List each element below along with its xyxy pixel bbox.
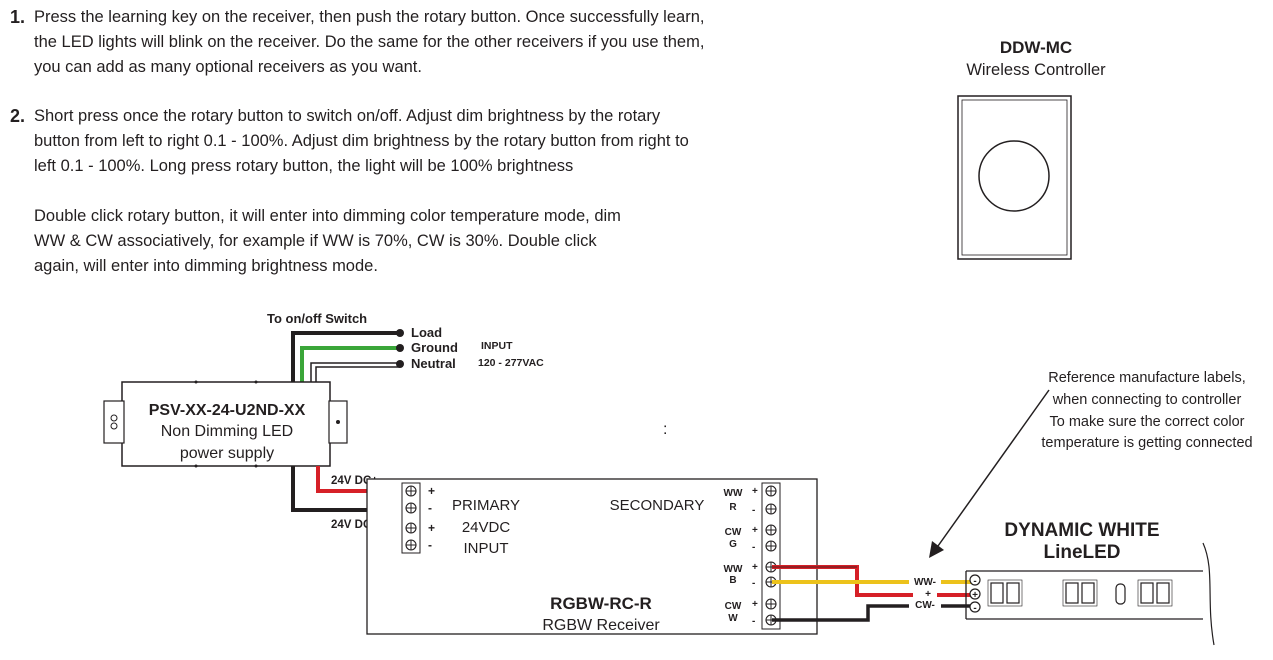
output-polarity-label: - bbox=[752, 616, 755, 627]
input-polarity-label: - bbox=[428, 538, 432, 552]
psu-desc-2: power supply bbox=[180, 445, 274, 462]
output-polarity-label: - bbox=[752, 578, 755, 589]
instruction-line: Short press once the rotary button to sw… bbox=[34, 107, 661, 125]
terminal-screw-cross bbox=[766, 525, 776, 535]
wire-label-neutral: Neutral bbox=[411, 356, 456, 371]
output-polarity-label: + bbox=[752, 562, 758, 573]
wire-label-ground: Ground bbox=[411, 340, 458, 355]
instruction-step-1: 1. Press the learning key on the receive… bbox=[10, 5, 705, 80]
terminal-screw-cross bbox=[766, 486, 776, 496]
output-polarity-label: - bbox=[752, 542, 755, 553]
led-strip bbox=[965, 542, 1215, 646]
wireless-controller bbox=[957, 95, 1072, 260]
output-polarity-label: + bbox=[752, 525, 758, 536]
output-channel-label: G bbox=[729, 539, 737, 550]
input-terminals: + - + - bbox=[405, 484, 435, 552]
instruction-line: the LED lights will blink on the receive… bbox=[34, 33, 705, 51]
strip-term-sign: + bbox=[972, 590, 978, 601]
controller-name: Wireless Controller bbox=[966, 61, 1106, 79]
output-polarity-label: + bbox=[752, 486, 758, 497]
output-channel-label: WW bbox=[724, 564, 743, 575]
note-line-1: Reference manufacture labels, bbox=[1048, 370, 1245, 386]
input-range: 120 - 277VAC bbox=[478, 357, 544, 369]
receiver-model: RGBW-RC-R bbox=[550, 594, 652, 613]
instruction-step-2: 2. Short press once the rotary button to… bbox=[10, 104, 689, 179]
instruction-step-2-extra: Double click rotary button, it will ente… bbox=[34, 204, 621, 279]
output-polarity-label: + bbox=[752, 599, 758, 610]
input-polarity-label: + bbox=[428, 521, 435, 535]
instruction-line: button from left to right 0.1 - 100%. Ad… bbox=[34, 132, 689, 150]
note-line-2: when connecting to controller bbox=[1052, 392, 1242, 408]
stray-colon: : bbox=[663, 421, 667, 438]
receiver bbox=[366, 478, 818, 635]
primary-label-3: INPUT bbox=[464, 540, 509, 557]
output-channel-label: CW bbox=[725, 527, 742, 538]
wire-label-load: Load bbox=[411, 325, 442, 340]
step-number: 1. bbox=[10, 7, 26, 27]
primary-label-1: PRIMARY bbox=[452, 497, 520, 514]
step-number: 2. bbox=[10, 106, 26, 126]
output-terminals: WWR+-CWG+-WWB+-CWW+- bbox=[724, 485, 777, 627]
output-channel-label: CW bbox=[725, 601, 742, 612]
note-line-3: To make sure the correct color bbox=[1049, 414, 1244, 430]
psu-desc-1: Non Dimming LED bbox=[161, 423, 293, 440]
strip-cw-label: CW- bbox=[915, 600, 935, 611]
ac-wires bbox=[291, 329, 404, 382]
terminal-screw-cross bbox=[406, 503, 416, 513]
instruction-line: Press the learning key on the receiver, … bbox=[34, 8, 705, 26]
input-polarity-label: - bbox=[428, 501, 432, 515]
power-supply bbox=[103, 380, 348, 468]
terminal-screw-cross bbox=[406, 523, 416, 533]
terminal-screw-cross bbox=[406, 540, 416, 550]
output-channel-label: W bbox=[728, 613, 738, 624]
strip-plus-label: + bbox=[925, 589, 931, 600]
strip-title-2: LineLED bbox=[1043, 542, 1120, 563]
primary-label-2: 24VDC bbox=[462, 519, 511, 536]
note-line-4: temperature is getting connected bbox=[1041, 435, 1252, 451]
output-polarity-label: - bbox=[752, 505, 755, 516]
receiver-name: RGBW Receiver bbox=[542, 617, 660, 634]
terminal-screw-cross bbox=[766, 541, 776, 551]
secondary-label: SECONDARY bbox=[610, 497, 705, 514]
output-channel-label: R bbox=[729, 502, 737, 513]
terminal-screw-cross bbox=[766, 504, 776, 514]
strip-title-1: DYNAMIC WHITE bbox=[1004, 520, 1159, 541]
terminal-screw-cross bbox=[406, 486, 416, 496]
note-arrow bbox=[929, 389, 1050, 558]
terminal-screw-cross bbox=[766, 599, 776, 609]
strip-term-sign: - bbox=[973, 576, 976, 587]
switch-label: To on/off Switch bbox=[267, 311, 367, 326]
psu-model: PSV-XX-24-U2ND-XX bbox=[149, 402, 306, 419]
instruction-line: again, will enter into dimming brightnes… bbox=[34, 257, 378, 275]
strip-ww-label: WW- bbox=[914, 577, 936, 588]
output-channel-label: WW bbox=[724, 488, 743, 499]
controller-model: DDW-MC bbox=[999, 38, 1073, 57]
instruction-line: you can add as many optional receivers a… bbox=[34, 58, 422, 76]
input-title: INPUT bbox=[481, 340, 513, 352]
instruction-line: Double click rotary button, it will ente… bbox=[34, 207, 621, 225]
instruction-line: left 0.1 - 100%. Long press rotary butto… bbox=[34, 157, 574, 175]
dc-minus-label: 24V DC- bbox=[331, 519, 375, 531]
rotary-button bbox=[978, 140, 1050, 212]
output-channel-label: B bbox=[729, 575, 736, 586]
strip-term-sign: - bbox=[973, 603, 976, 614]
input-polarity-label: + bbox=[428, 484, 435, 498]
instruction-line: WW & CW associatively, for example if WW… bbox=[34, 232, 597, 250]
